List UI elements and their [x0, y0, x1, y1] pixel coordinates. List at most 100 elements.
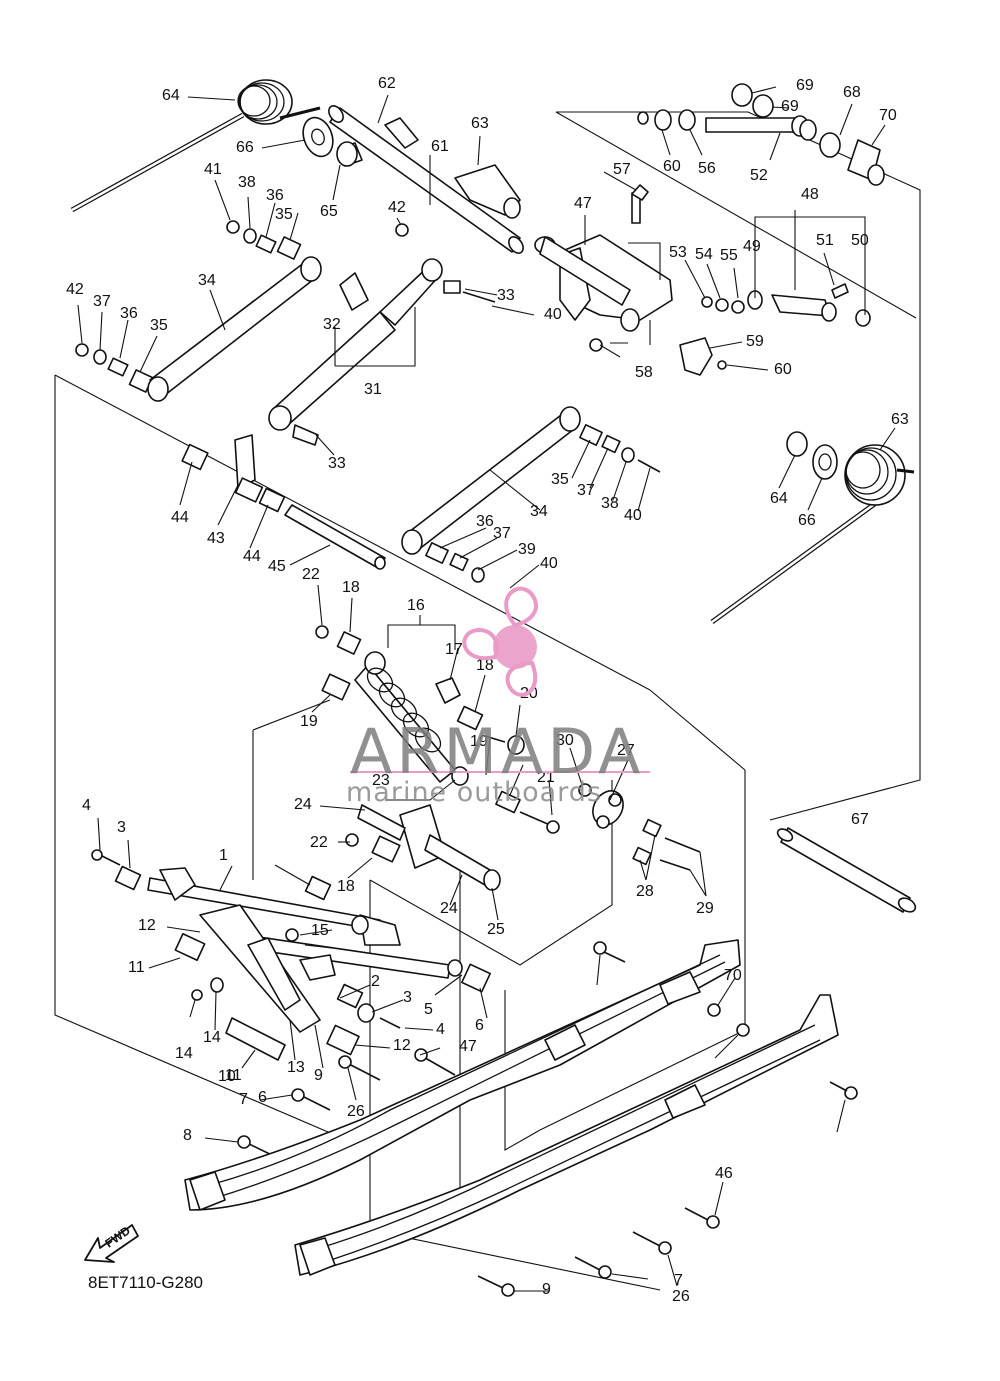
part-label: 33 — [497, 287, 515, 304]
part-label: 63 — [891, 411, 909, 428]
part-label: 36 — [120, 305, 138, 322]
part-label: 42 — [388, 199, 406, 216]
part-label: 40 — [624, 507, 642, 524]
part-label: 60 — [774, 361, 792, 378]
torsion-spring-61 — [710, 431, 915, 625]
group-outline-lines — [54, 111, 921, 1291]
part-label: 52 — [750, 167, 768, 184]
part-label: 36 — [476, 513, 494, 530]
part-label: 70 — [879, 107, 897, 124]
part-label: 14 — [175, 1045, 193, 1062]
part-label: 60 — [663, 158, 681, 175]
part-label: 53 — [669, 244, 687, 261]
part-label: 38 — [238, 174, 256, 191]
part-label: 66 — [236, 139, 254, 156]
rear-shaft-65 — [776, 827, 917, 913]
part-label: 24 — [440, 900, 458, 917]
part-label: 26 — [347, 1103, 365, 1120]
part-label: 21 — [537, 769, 555, 786]
part-label: 13 — [287, 1059, 305, 1076]
part-label: 1 — [219, 847, 228, 864]
part-label: 6 — [475, 1017, 484, 1034]
center-bracket-45 — [534, 184, 727, 376]
part-label: 47 — [574, 195, 592, 212]
part-label: 49 — [743, 238, 761, 255]
part-label: 46 — [715, 1165, 733, 1182]
part-label: 29 — [696, 900, 714, 917]
part-label: 18 — [342, 579, 360, 596]
part-label: 18 — [476, 657, 494, 674]
part-label: 19 — [470, 733, 488, 750]
part-label: 9 — [314, 1067, 323, 1084]
part-label: 30 — [556, 732, 574, 749]
part-label: 12 — [393, 1037, 411, 1054]
part-label: 24 — [294, 796, 312, 813]
part-label: 6 — [258, 1089, 267, 1106]
part-label: 57 — [613, 161, 631, 178]
fwd-arrow-icon: FWD — [80, 1210, 150, 1270]
part-label: 69 — [781, 98, 799, 115]
part-label: 10 — [218, 1068, 236, 1085]
part-label: 28 — [636, 883, 654, 900]
link-arm-34-upper — [147, 256, 322, 402]
rail-bolts — [477, 941, 858, 1297]
part-label: 59 — [746, 333, 764, 350]
part-label: 44 — [171, 509, 189, 526]
part-label: 34 — [530, 503, 548, 520]
part-label: 56 — [698, 160, 716, 177]
part-label: 66 — [798, 512, 816, 529]
part-label: 39 — [518, 541, 536, 558]
part-label: 41 — [204, 161, 222, 178]
leader-lines — [77, 86, 896, 1292]
part-label: 5 — [424, 1001, 433, 1018]
part-label: 15 — [311, 922, 329, 939]
upper-shock-31 — [268, 223, 496, 446]
part-label: 40 — [540, 555, 558, 572]
part-label: 65 — [320, 203, 338, 220]
part-label: 17 — [445, 641, 463, 658]
part-label: 25 — [487, 921, 505, 938]
part-label: 32 — [323, 316, 341, 333]
part-label: 67 — [851, 811, 869, 828]
part-label: 14 — [203, 1029, 221, 1046]
upper-right-hardware — [637, 83, 885, 327]
front-arm-assembly — [91, 849, 491, 1159]
part-label: 3 — [117, 819, 126, 836]
part-label: 44 — [243, 548, 261, 565]
part-label: 26 — [672, 1288, 690, 1305]
part-label: 64 — [770, 490, 788, 507]
part-label: 61 — [431, 138, 449, 155]
part-label: 7 — [674, 1272, 683, 1289]
part-label: 47 — [459, 1038, 477, 1055]
torsion-spring-62 — [70, 79, 321, 213]
part-label: 45 — [268, 558, 286, 575]
part-label: 22 — [310, 834, 328, 851]
upper-shaft-59 — [302, 105, 524, 254]
part-label: 38 — [601, 495, 619, 512]
part-label: 35 — [150, 317, 168, 334]
part-label: 37 — [493, 525, 511, 542]
part-label: 54 — [695, 246, 713, 263]
part-label: 48 — [801, 186, 819, 203]
part-label: 64 — [162, 87, 180, 104]
part-label: 27 — [617, 742, 635, 759]
slide-rail-left — [184, 939, 741, 1211]
part-label: 11 — [128, 959, 145, 976]
linkage-23 — [345, 783, 701, 891]
part-label: 35 — [551, 471, 569, 488]
part-label: 23 — [372, 772, 390, 789]
part-label: 58 — [635, 364, 653, 381]
part-label: 69 — [796, 77, 814, 94]
part-label: 2 — [371, 973, 380, 990]
part-label: 4 — [82, 797, 91, 814]
part-label: 12 — [138, 917, 156, 934]
part-label: 42 — [66, 281, 84, 298]
part-label: 43 — [207, 530, 225, 547]
slide-rail-right — [294, 994, 839, 1276]
part-label: 68 — [843, 84, 861, 101]
part-label: 31 — [364, 381, 382, 398]
part-label: 19 — [300, 713, 318, 730]
part-label: 37 — [577, 482, 595, 499]
part-label: 51 — [816, 232, 834, 249]
